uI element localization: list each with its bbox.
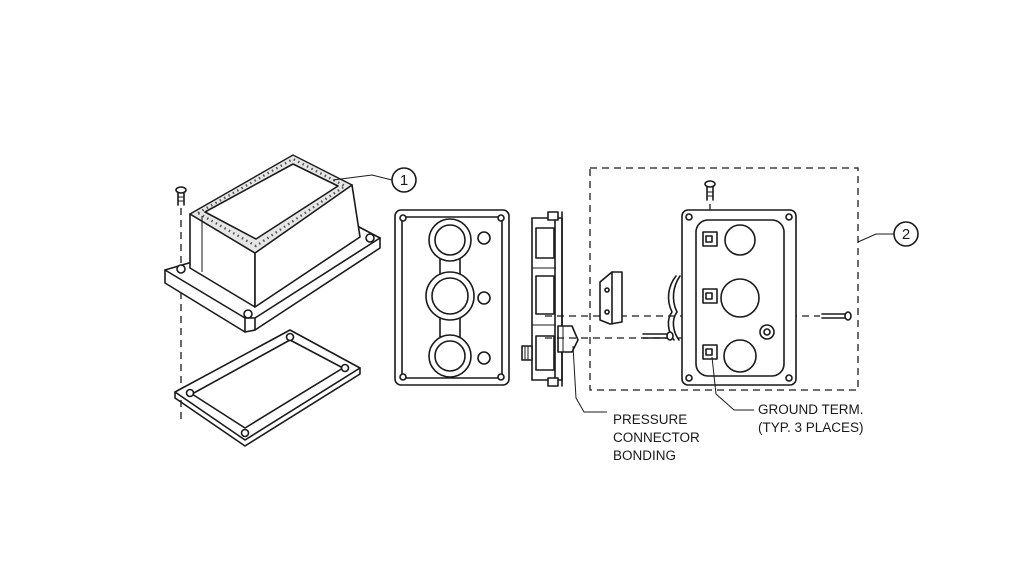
- callout-1-label: 1: [400, 172, 408, 189]
- spring-clip: [667, 275, 681, 341]
- gasket-frame: [174, 329, 361, 447]
- callout-2: 2: [857, 221, 919, 247]
- svg-text:GROUND TERM.: GROUND TERM.: [758, 402, 864, 417]
- cover-plate: [394, 209, 510, 386]
- svg-text:(TYP. 3 PLACES): (TYP. 3 PLACES): [758, 420, 864, 435]
- clip-bracket: [599, 271, 623, 325]
- bonding-screw-left: [642, 331, 674, 341]
- svg-text:CONNECTOR: CONNECTOR: [613, 430, 700, 445]
- svg-text:BONDING: BONDING: [613, 448, 676, 463]
- ground-term-leader: [711, 356, 754, 411]
- pressure-connector-bonding: [557, 325, 579, 353]
- mounting-plate: [681, 209, 797, 386]
- assembly-2-boundary: [589, 167, 859, 391]
- ground-term-label: GROUND TERM. (TYP. 3 PLACES): [758, 402, 864, 435]
- left-mounting-screw: [175, 186, 187, 206]
- enclosure-box: [164, 154, 381, 333]
- ground-terminal-2: [702, 288, 718, 304]
- callout-2-label: 2: [902, 226, 910, 243]
- ground-terminal-3: [702, 344, 718, 360]
- bonding-screw-right: [821, 311, 852, 321]
- svg-text:PRESSURE: PRESSURE: [613, 412, 687, 427]
- ground-terminal-1: [702, 231, 718, 247]
- callout-1: 1: [332, 167, 417, 193]
- pressure-connector-label: PRESSURE CONNECTOR BONDING: [613, 412, 700, 463]
- plate-side-section: [521, 211, 563, 387]
- pressure-connector-leader: [572, 345, 607, 413]
